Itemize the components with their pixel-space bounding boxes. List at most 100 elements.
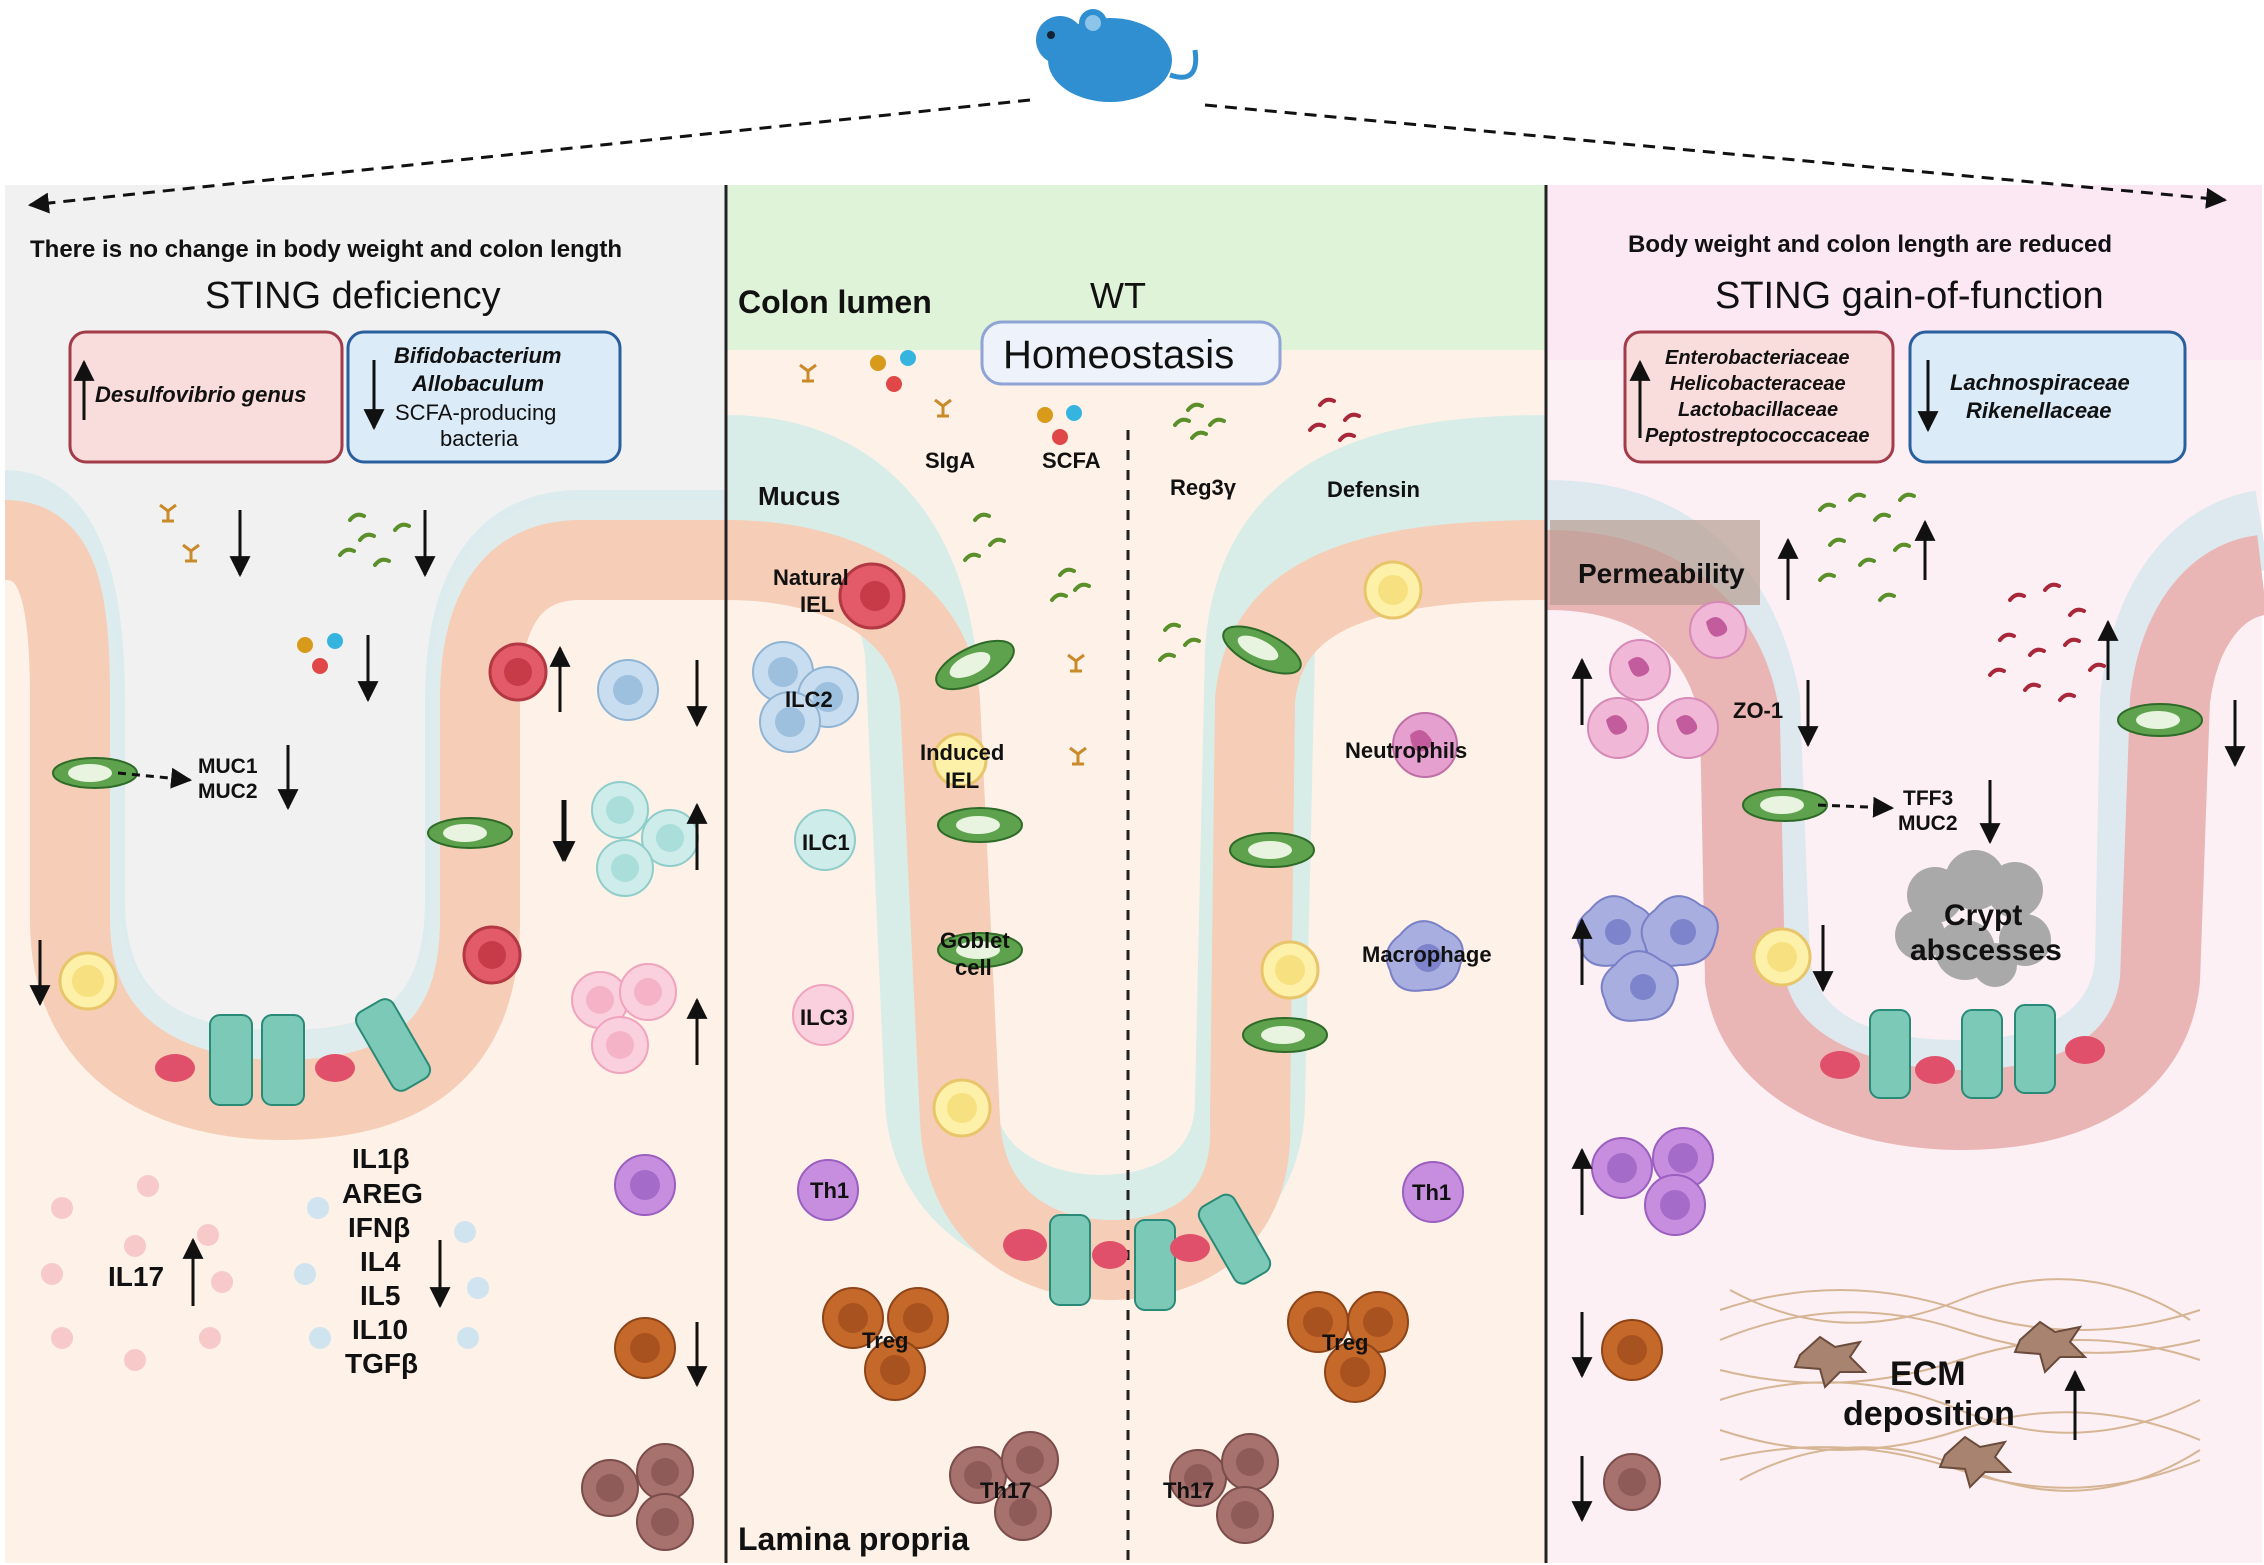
goblet-cell-icon: [1229, 832, 1315, 868]
paneth-stem-cells: [1003, 1193, 1272, 1311]
neutrophils-label: Neutrophils: [1345, 738, 1467, 763]
left-box-up: [68, 330, 344, 464]
goblet-cell-icon: [1242, 1017, 1328, 1053]
th17-cluster: [581, 1443, 694, 1551]
th1-cell: [614, 1154, 676, 1216]
ilc3-cluster: [571, 963, 677, 1074]
th1-cluster: [1591, 1127, 1714, 1236]
ilc1-cell: [794, 809, 856, 871]
muc2-right-label: MUC2: [1898, 812, 1958, 835]
left-caption: There is no change in body weight and co…: [30, 236, 622, 263]
th1-right-label: Th1: [1412, 1180, 1451, 1205]
goblet-cell-icon: [427, 817, 513, 849]
goblet-cell-icon: [937, 932, 1023, 968]
scfa-label: SCFA: [1042, 448, 1101, 473]
induced-iel-nucleus: [1767, 942, 1797, 972]
peptostreptococcaceae-label: Peptostreptococcaceae: [1645, 425, 1870, 447]
paneth-stem-cells: [1820, 1004, 2105, 1099]
treg-cell: [614, 1317, 676, 1379]
muc2-label: MUC2: [198, 780, 258, 803]
dashed-arrow: [117, 767, 193, 789]
th1-left-label: Th1: [810, 1178, 849, 1203]
ilc2-label: ILC2: [785, 687, 833, 712]
induced-iel-nucleus: [947, 1093, 977, 1123]
scfa-dot: [297, 637, 313, 653]
th17-left-label: Th17: [980, 1478, 1031, 1503]
natural-iel-label-2: IEL: [800, 592, 834, 617]
iel-nucleus: [504, 658, 532, 686]
right-caption: Body weight and colon length are reduced: [1628, 231, 2112, 258]
arrow-to-left: [27, 98, 1031, 214]
right-box-up: [1623, 330, 1895, 464]
cytokine-tgfb: TGFβ: [345, 1348, 418, 1379]
arrow-to-right: [1204, 103, 2228, 209]
goblet-cell-icon: [52, 757, 138, 789]
crypt-abscess-icon: [1895, 850, 2051, 987]
muc1-label: MUC1: [198, 755, 258, 778]
treg-right-label: Treg: [1322, 1330, 1368, 1355]
lachnospiraceae-label: Lachnospiraceae: [1950, 370, 2130, 395]
homeostasis-box: [980, 320, 1282, 386]
cytokine-il5: IL5: [360, 1280, 400, 1311]
macrophage-cell: [1385, 920, 1464, 992]
iel-nucleus: [478, 941, 506, 969]
colon-lumen-label: Colon lumen: [738, 284, 932, 320]
ilc3-cell: [792, 984, 854, 1046]
scfa-dot: [870, 355, 886, 371]
ilc3-label: ILC3: [800, 1005, 848, 1030]
enterobacteriaceae-label: Enterobacteriaceae: [1665, 347, 1850, 369]
tff3-label: TFF3: [1903, 787, 1953, 810]
ecm-label-2: deposition: [1843, 1395, 2015, 1433]
scfa-dot: [312, 658, 328, 674]
allobaculum-label: Allobaculum: [411, 371, 544, 396]
induced-iel-label-1: Induced: [920, 740, 1004, 765]
natural-iel-label-1: Natural: [773, 565, 849, 590]
cytokine-il10: IL10: [352, 1314, 408, 1345]
left-box-down: [346, 330, 622, 464]
right-title: STING gain-of-function: [1715, 275, 2104, 317]
left-title: STING deficiency: [205, 275, 501, 317]
ecm-fibers: [1719, 1278, 2201, 1492]
goblet-label-1: Goblet: [940, 928, 1010, 953]
reg3-label: Reg3γ: [1170, 475, 1237, 500]
ilc1-label: ILC1: [802, 830, 850, 855]
natural-iel-nucleus: [860, 581, 890, 611]
center-title: WT: [1090, 275, 1146, 316]
cytokine-areg: AREG: [342, 1178, 423, 1209]
th1-cell: [797, 1159, 859, 1221]
lamina-propria-label: Lamina propria: [738, 1521, 969, 1557]
defensin-label: Defensin: [1327, 477, 1420, 502]
ilc2-cluster: [752, 641, 859, 753]
crypt-label-2: abscesses: [1910, 934, 2062, 967]
cytokine-il1b: IL1β: [352, 1143, 410, 1174]
ilc2-cluster: [597, 659, 659, 721]
lactobacillaceae-label: Lactobacillaceae: [1678, 399, 1838, 421]
desulfovibrio-label: Desulfovibrio genus: [95, 382, 306, 407]
induced-iel-nucleus: [72, 965, 104, 997]
permeability-label: Permeability: [1578, 558, 1745, 589]
rikenellaceae-label: Rikenellaceae: [1966, 398, 2112, 423]
scfa-dot: [1037, 407, 1053, 423]
paneth-stem-cells: [155, 998, 432, 1106]
goblet-label-2: cell: [955, 955, 992, 980]
macrophage-label: Macrophage: [1362, 942, 1492, 967]
homeostasis-label: Homeostasis: [1003, 333, 1234, 377]
scfa-bacteria-label-2: bacteria: [440, 426, 519, 451]
scfa-dot: [1052, 429, 1068, 445]
helicobacteraceae-label: Helicobacteraceae: [1670, 373, 1846, 395]
il17-dots: [41, 1175, 233, 1371]
siga-label: SIgA: [925, 448, 975, 473]
scfa-dot: [900, 350, 916, 366]
induced-iel-nucleus: [1378, 575, 1408, 605]
mucus-label: Mucus: [758, 481, 840, 511]
scfa-dot: [1066, 405, 1082, 421]
th1-cell: [1402, 1161, 1464, 1223]
permeable-epithelium: [1550, 520, 1760, 605]
scfa-dot: [327, 633, 343, 649]
zo1-label: ZO-1: [1733, 698, 1783, 723]
macrophage-cluster: [1575, 895, 1719, 1022]
treg-cluster: [822, 1287, 949, 1401]
treg-cluster: [1287, 1291, 1409, 1403]
induced-iel-nucleus: [1275, 955, 1305, 985]
ilc1-cluster: [591, 781, 699, 897]
